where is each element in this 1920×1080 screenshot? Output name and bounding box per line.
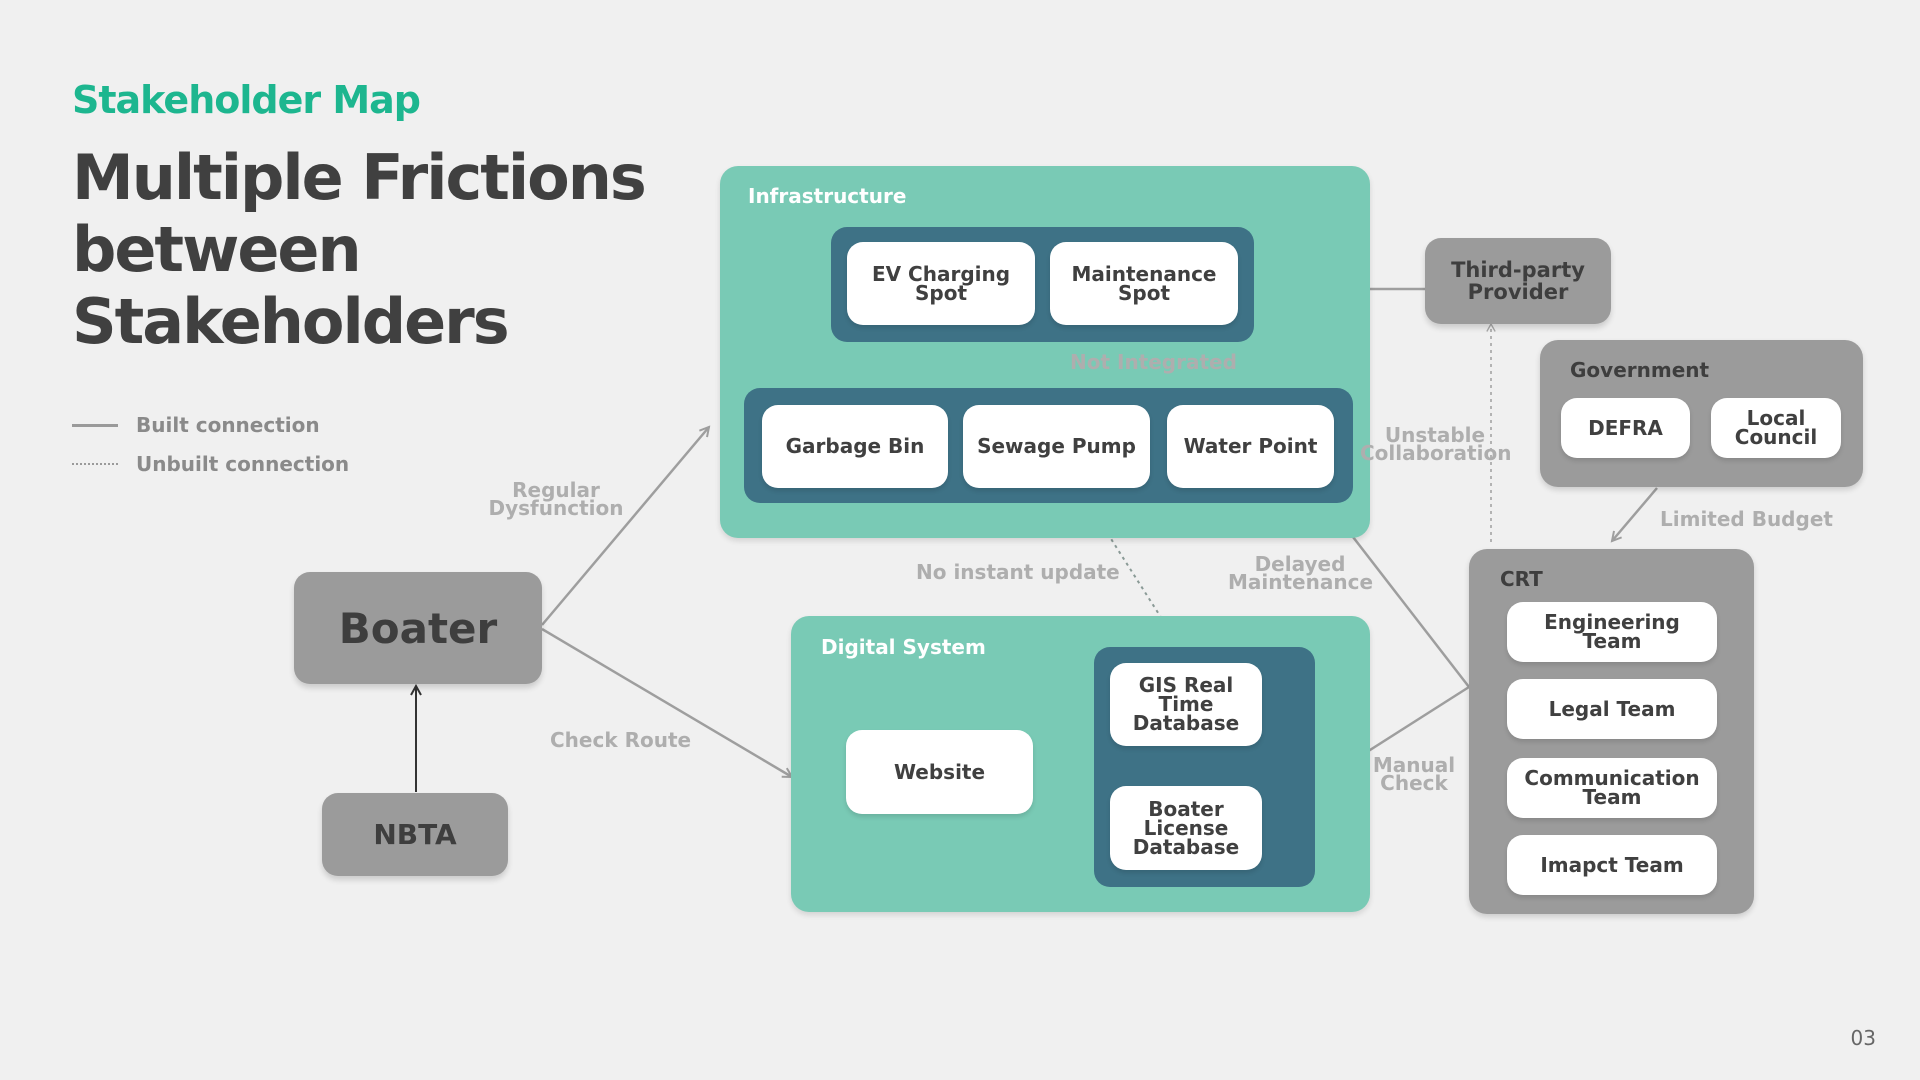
third-party-provider-node[interactable]: Third-party Provider: [1425, 238, 1611, 324]
website-card[interactable]: Website: [846, 730, 1033, 814]
defra-card[interactable]: DEFRA: [1561, 398, 1690, 458]
maintenance-spot-card[interactable]: Maintenance Spot: [1050, 242, 1238, 325]
label-delayed-maintenance: Delayed Maintenance: [1228, 552, 1374, 594]
boater-node[interactable]: Boater: [294, 572, 542, 684]
legend-unbuilt-label: Unbuilt connection: [136, 452, 350, 476]
edge-crt-infrastructure: [1336, 515, 1470, 688]
database-container: GIS Real Time Database Boater License Da…: [1094, 647, 1315, 887]
edge-no-instant-update: [1084, 497, 1170, 632]
label-unstable-collaboration: Unstable Collaboration: [1360, 423, 1512, 465]
eyebrow-label: Stakeholder Map: [72, 78, 421, 122]
communication-team-card[interactable]: Communication Team: [1507, 758, 1717, 818]
legend-built-label: Built connection: [136, 413, 320, 437]
label-limited-budget: Limited Budget: [1660, 507, 1833, 531]
solid-line-icon: [72, 423, 118, 427]
ev-charging-spot-card[interactable]: EV Charging Spot: [847, 242, 1035, 325]
legal-team-card[interactable]: Legal Team: [1507, 679, 1717, 739]
government-group: Government DEFRA Local Council: [1540, 340, 1863, 487]
crt-label: CRT: [1500, 567, 1543, 591]
gis-database-card[interactable]: GIS Real Time Database: [1110, 663, 1262, 746]
title-line-1: Multiple Frictions: [72, 141, 647, 214]
water-point-card[interactable]: Water Point: [1167, 405, 1334, 488]
label-not-integrated: Not Integrated: [1070, 350, 1237, 374]
nbta-node[interactable]: NBTA: [322, 793, 508, 876]
infrastructure-group: Infrastructure EV Charging Spot Maintena…: [720, 166, 1370, 538]
government-label: Government: [1570, 358, 1710, 382]
label-regular-dysfunction: Regular Dysfunction: [488, 478, 624, 520]
infrastructure-top-container: EV Charging Spot Maintenance Spot: [831, 227, 1254, 342]
digital-system-label: Digital System: [821, 635, 986, 659]
sewage-pump-card[interactable]: Sewage Pump: [963, 405, 1150, 488]
garbage-bin-card[interactable]: Garbage Bin: [762, 405, 948, 488]
dotted-line-icon: [72, 463, 118, 465]
infrastructure-label: Infrastructure: [748, 184, 907, 208]
title-line-2: between: [72, 213, 362, 286]
legend-built: Built connection: [72, 413, 320, 437]
edge-boater-infrastructure: [541, 427, 709, 626]
impact-team-card[interactable]: Imapct Team: [1507, 835, 1717, 895]
infrastructure-bottom-container: Garbage Bin Sewage Pump Water Point: [744, 388, 1353, 503]
title-line-3: Stakeholders: [72, 285, 510, 358]
label-no-instant-update: No instant update: [916, 560, 1120, 584]
label-manual-check: Manual Check: [1372, 753, 1456, 795]
legend-unbuilt: Unbuilt connection: [72, 452, 349, 476]
edge-boater-digital: [541, 627, 792, 779]
edge-government-crt: [1612, 487, 1658, 541]
page-title: Multiple Frictions between Stakeholders: [72, 142, 692, 358]
label-check-route: Check Route: [550, 728, 692, 752]
engineering-team-card[interactable]: Engineering Team: [1507, 602, 1717, 662]
digital-system-group: Digital System Website GIS Real Time Dat…: [791, 616, 1370, 912]
local-council-card[interactable]: Local Council: [1711, 398, 1841, 458]
boater-license-database-card[interactable]: Boater License Database: [1110, 786, 1262, 870]
crt-group: CRT Engineering Team Legal Team Communic…: [1469, 549, 1754, 914]
page-number: 03: [1850, 1026, 1876, 1050]
